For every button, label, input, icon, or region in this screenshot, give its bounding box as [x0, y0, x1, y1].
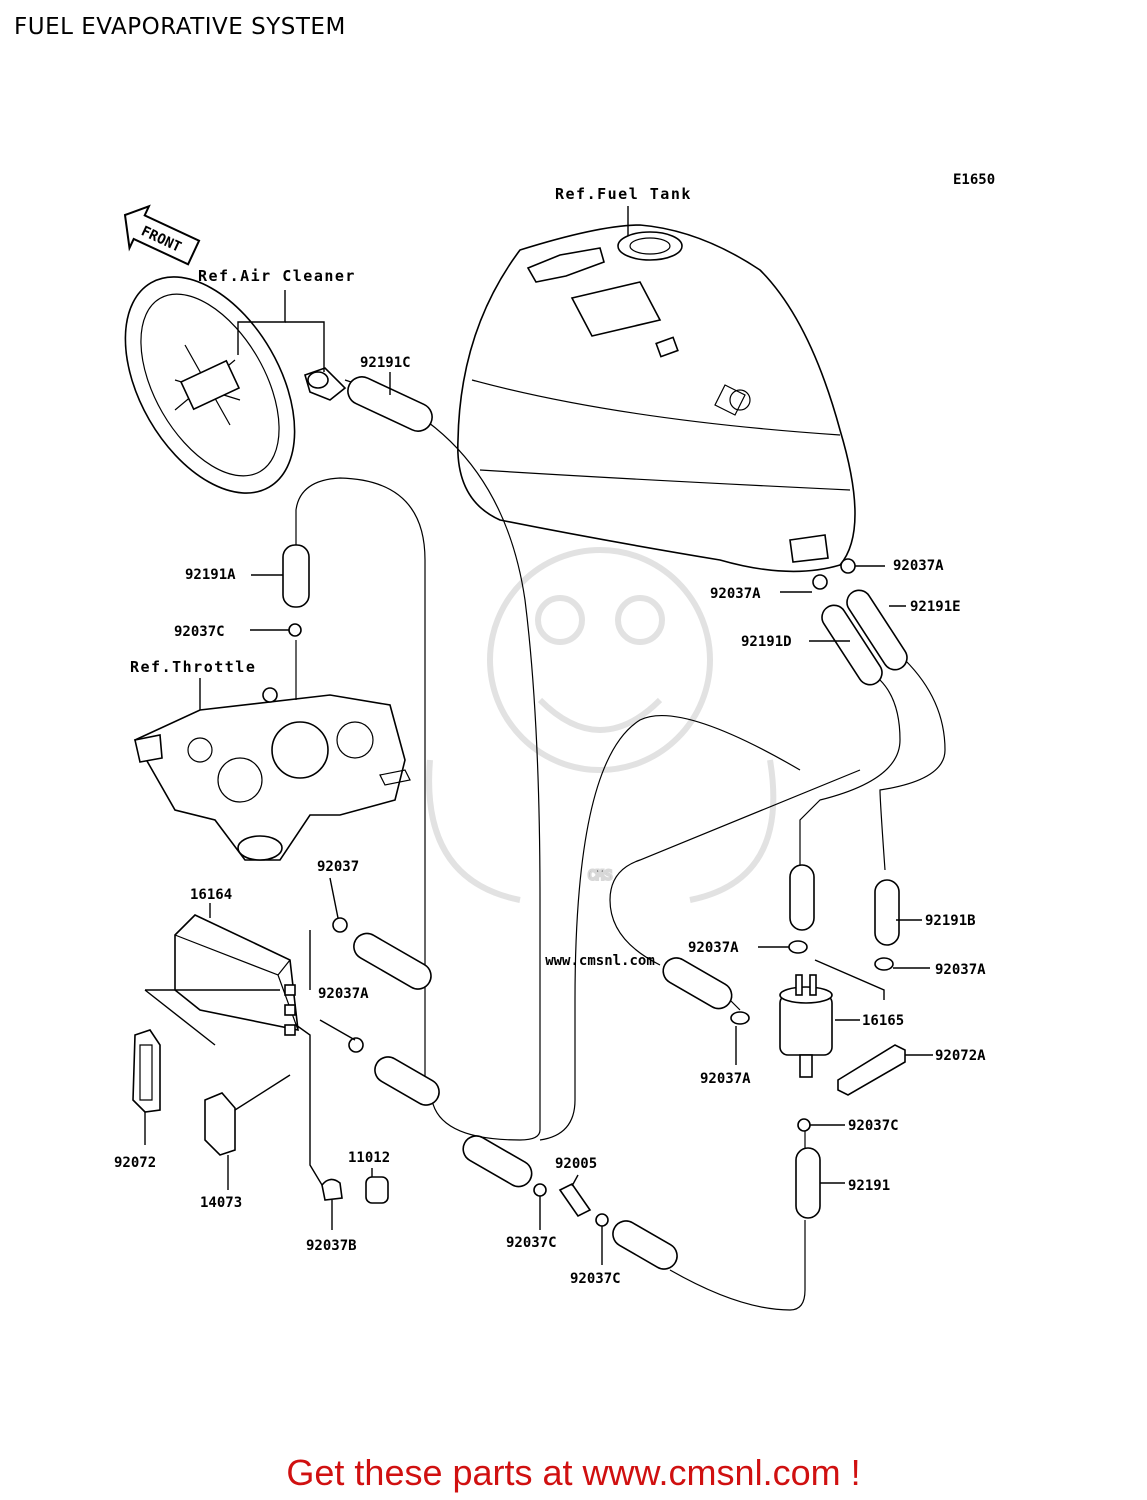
label-92037C-b: 92037C: [570, 1271, 621, 1287]
fitting-14073: [204, 1092, 236, 1156]
hose-92191C: [347, 376, 433, 432]
hose-92191E: [846, 589, 908, 671]
hose-mid-right: [662, 957, 733, 1010]
bracket-92072A: [837, 1044, 906, 1096]
hose-mid-left: [353, 932, 432, 990]
watermark-url: www.cmsnl.com: [545, 953, 655, 969]
label-14073: 14073: [200, 1195, 242, 1211]
clamp-92037C-b: [595, 1213, 609, 1227]
label-92037A-sep2: 92037A: [935, 962, 986, 978]
label-92191: 92191: [848, 1178, 890, 1194]
valve-92005: [558, 1182, 592, 1218]
clamp-92037A-sep2: [874, 957, 894, 971]
label-92037A-tank2: 92037A: [893, 558, 944, 574]
label-92037C-top: 92037C: [174, 624, 225, 640]
clamp-92037A-sep3: [730, 1011, 750, 1025]
diagram-code: E1650: [953, 172, 995, 188]
label-16165: 16165: [862, 1013, 904, 1029]
hose-92191: [795, 1147, 821, 1219]
clamp-92037A-mid: [348, 1037, 364, 1053]
label-92037C-a: 92037C: [506, 1235, 557, 1251]
label-16164: 16164: [190, 887, 232, 903]
clamp-92037: [332, 917, 348, 933]
label-92191C: 92191C: [360, 355, 411, 371]
ref-air-cleaner-label: Ref.Air Cleaner: [198, 267, 356, 285]
label-92037A-sep1: 92037A: [688, 940, 739, 956]
label-92191D: 92191D: [741, 634, 792, 650]
page-title: FUEL EVAPORATIVE SYSTEM: [14, 14, 346, 40]
hose-92191B: [874, 879, 900, 946]
hose-bottom: [612, 1220, 678, 1270]
clamp-92037C-a: [533, 1183, 547, 1197]
label-92037B: 92037B: [306, 1238, 357, 1254]
hose-92191D: [821, 604, 883, 686]
clamp-92037A-sep1: [788, 940, 808, 954]
hose-lower-left: [374, 1056, 440, 1106]
cms-watermark: CMS www.cmsnl.com: [426, 547, 777, 969]
air-cleaner: [124, 276, 347, 494]
clamp-92037C-sep: [797, 1118, 811, 1132]
separator-16165: [779, 974, 833, 1078]
label-92072A: 92072A: [935, 1048, 986, 1064]
clamp-92037A-tank1: [812, 574, 828, 590]
front-arrow-icon: FRONT: [123, 204, 201, 266]
label-92191E: 92191E: [910, 599, 961, 615]
hose-routing: [295, 379, 946, 1311]
clamp-92037A-tank2: [840, 558, 856, 574]
cap-11012: [365, 1176, 389, 1204]
throttle-body: [133, 687, 411, 861]
label-92037: 92037: [317, 859, 359, 875]
watermark-logo: CMS: [587, 868, 612, 884]
label-11012: 11012: [348, 1150, 390, 1166]
label-92191A: 92191A: [185, 567, 236, 583]
label-92037A-mid: 92037A: [318, 986, 369, 1002]
label-92037A-sep3: 92037A: [700, 1071, 751, 1087]
footer-banner[interactable]: Get these parts at www.cmsnl.com !: [286, 1452, 861, 1493]
hose-lower-center: [462, 1135, 533, 1188]
clamp-92037B: [321, 1178, 343, 1201]
hose-92191B-left: [789, 864, 815, 931]
ref-throttle-label: Ref.Throttle: [130, 658, 256, 676]
fuel-tank: [457, 224, 856, 573]
label-92037A-tank1: 92037A: [710, 586, 761, 602]
label-92005: 92005: [555, 1156, 597, 1172]
hose-92191A: [282, 544, 310, 608]
ref-fuel-tank-label: Ref.Fuel Tank: [555, 185, 692, 203]
label-92191B: 92191B: [925, 913, 976, 929]
label-92072: 92072: [114, 1155, 156, 1171]
canister-16164: [174, 914, 299, 1036]
label-92037C-sep: 92037C: [848, 1118, 899, 1134]
clamp-92037C-top: [288, 623, 302, 637]
